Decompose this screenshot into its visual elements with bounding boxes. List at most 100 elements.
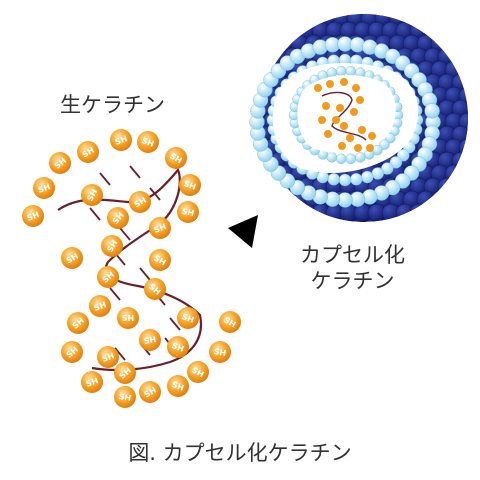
shell-scale [276, 190, 296, 210]
shell-bead [389, 156, 403, 169]
shell-scale [458, 190, 468, 210]
shell-scale [437, 203, 457, 222]
sh-group: SH [49, 152, 71, 174]
shell-scale [260, 21, 275, 41]
mini-sh-group [352, 84, 360, 92]
sh-group: SH [89, 295, 111, 317]
shell-bead [361, 170, 374, 184]
sh-group: SH [149, 217, 171, 239]
sh-group-label: SH [114, 134, 129, 147]
sh-group: SH [81, 371, 103, 393]
shell-bead [424, 103, 440, 119]
sh-group: SH [137, 131, 159, 153]
chain-spoke [129, 165, 141, 179]
mini-sh-group [332, 116, 340, 124]
shell-scale [444, 190, 464, 210]
encapsulated-keratin-capsule [249, 14, 468, 222]
sh-group: SH [167, 336, 189, 358]
mini-sh-group [314, 84, 322, 92]
sh-group: SH [129, 191, 151, 213]
sh-group: SH [101, 235, 123, 257]
sh-group: SH [209, 341, 231, 363]
sh-group-label: SH [143, 335, 157, 346]
pointer-arrow-icon [228, 215, 258, 248]
sh-group: SH [165, 147, 187, 169]
shell-bead [326, 152, 337, 163]
shell-scale [297, 203, 317, 222]
sh-group-label: SH [85, 376, 100, 389]
sh-group: SH [219, 311, 241, 333]
figure-caption: 図. カプセル化ケラチン [128, 441, 352, 465]
shell-scale [260, 203, 275, 222]
sh-group-label: SH [93, 300, 108, 313]
sh-group-label: SH [213, 347, 227, 358]
sh-group-label: SH [122, 314, 134, 323]
sh-group-label: SH [101, 351, 116, 364]
shell-scale [437, 21, 457, 41]
shell-scale [269, 203, 289, 222]
capsule-label-line2: ケラチン [310, 269, 395, 294]
shell-bead [336, 65, 347, 77]
sh-group: SH [114, 386, 136, 408]
sh-group: SH [33, 177, 55, 199]
mini-sh-group [356, 96, 364, 104]
sh-group-label: SH [182, 179, 197, 192]
sh-group: SH [114, 362, 136, 384]
capsule-label: カプセル化 ケラチン [300, 242, 405, 295]
chain-spoke [109, 287, 121, 301]
shell-scale [269, 21, 289, 41]
shell-scale [430, 190, 450, 210]
mini-sh-group [354, 144, 362, 152]
sh-group: SH [97, 346, 119, 368]
chain-spoke [89, 207, 101, 221]
shell-scale [451, 21, 468, 41]
mini-sh-group [318, 116, 326, 124]
mini-sh-group [326, 80, 334, 88]
sh-group: SH [77, 141, 99, 163]
mini-sh-group [358, 126, 366, 134]
mini-sh-group [340, 78, 348, 86]
shell-scale [260, 190, 268, 210]
chain-spoke [99, 172, 111, 186]
mini-keratin-molecule [314, 78, 376, 152]
sh-group: SH [144, 278, 166, 300]
shell-scale [451, 203, 468, 222]
shell-scale [416, 190, 436, 210]
shell-scale [409, 203, 429, 222]
mini-chain [321, 91, 367, 141]
shell-scale [423, 203, 443, 222]
shell-scale [437, 177, 457, 197]
sh-group: SH [97, 266, 119, 288]
sh-group: SH [61, 341, 83, 363]
shell-bead [345, 65, 356, 77]
capsule-label-line1: カプセル化 [300, 243, 405, 267]
sh-group: SH [149, 249, 171, 271]
shell-scale [260, 34, 268, 54]
sh-group: SH [61, 247, 83, 269]
shell-scale [260, 47, 275, 67]
shell-scale [395, 203, 415, 222]
mini-sh-group [366, 144, 374, 152]
shell-bead [338, 173, 352, 187]
sh-group: SH [67, 312, 89, 334]
sh-group-label: SH [180, 312, 195, 325]
shell-scale [451, 177, 468, 197]
shell-scale [430, 14, 450, 28]
mini-sh-group [346, 134, 354, 142]
sh-group: SH [81, 184, 103, 206]
sh-group-label: SH [140, 136, 155, 149]
mini-sh-group [324, 130, 332, 138]
shell-scale [262, 14, 282, 28]
mini-sh-group [338, 142, 346, 150]
sh-group: SH [110, 129, 132, 151]
shell-bead [355, 152, 366, 163]
shell-bead [371, 167, 384, 180]
shell-scale [458, 60, 468, 80]
mini-sh-group [350, 108, 358, 116]
chain-spoke [149, 187, 161, 201]
shell-bead [336, 153, 347, 165]
shell-scale [444, 34, 464, 54]
sh-group-label: SH [118, 392, 132, 403]
mini-sh-group [336, 104, 344, 112]
